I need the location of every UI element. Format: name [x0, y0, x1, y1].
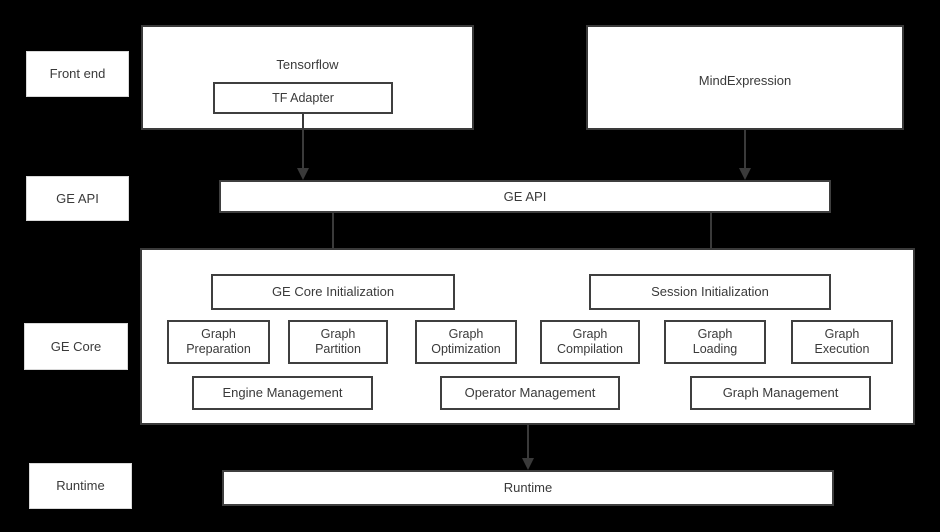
graph-loading-line1: Graph	[697, 327, 733, 342]
stage-label-front-end-text: Front end	[49, 66, 106, 82]
graph-optimization-line1: Graph	[448, 327, 484, 342]
tf-adapter-label: TF Adapter	[272, 90, 334, 105]
graph-preparation-line2: Preparation	[186, 342, 251, 356]
mindexpression-panel-title: MindExpression	[698, 73, 792, 88]
graph-optimization-box[interactable]: Graph Optimization	[415, 320, 517, 364]
ge-core-initialization-label: GE Core Initialization	[271, 284, 395, 300]
operator-management-box[interactable]: Operator Management	[440, 376, 620, 410]
session-initialization-box[interactable]: Session Initialization	[589, 274, 831, 310]
graph-optimization-line2: Optimization	[431, 342, 501, 356]
operator-management-label: Operator Management	[464, 385, 596, 401]
stage-label-ge-core: GE Core	[24, 323, 128, 370]
graph-execution-box[interactable]: Graph Execution	[791, 320, 893, 364]
engine-management-box[interactable]: Engine Management	[192, 376, 373, 410]
runtime-bar-label: Runtime	[503, 480, 553, 496]
arrow-head	[522, 458, 534, 470]
graph-loading-box[interactable]: Graph Loading	[664, 320, 766, 364]
arrow-shaft	[527, 425, 529, 458]
graph-partition-box[interactable]: Graph Partition	[288, 320, 388, 364]
stage-label-ge-api: GE API	[26, 176, 129, 221]
runtime-bar[interactable]: Runtime	[222, 470, 834, 506]
tensorflow-panel-title: Tensorflow	[276, 57, 339, 72]
graph-management-box[interactable]: Graph Management	[690, 376, 871, 410]
graph-execution-line1: Graph	[824, 327, 860, 342]
graph-partition-line2: Partition	[315, 342, 361, 356]
graph-preparation-line1: Graph	[201, 327, 236, 342]
stage-label-ge-api-text: GE API	[56, 190, 99, 206]
arrow-shaft	[302, 114, 304, 168]
arrow-head	[297, 168, 309, 180]
arrow-mindexpression-to-ge-api	[738, 130, 752, 180]
arrow-head	[739, 168, 751, 180]
graph-partition-line1: Graph	[320, 327, 356, 342]
session-initialization-label: Session Initialization	[651, 284, 769, 300]
graph-compilation-line1: Graph	[572, 327, 608, 342]
arrow-shaft	[744, 130, 746, 168]
arrow-shaft	[710, 213, 712, 262]
stage-label-front-end: Front end	[26, 51, 129, 97]
stage-label-runtime-text: Runtime	[56, 478, 105, 494]
tf-adapter-box[interactable]: TF Adapter	[213, 82, 393, 114]
graph-preparation-box[interactable]: Graph Preparation	[167, 320, 270, 364]
arrow-ge-core-to-runtime	[521, 425, 535, 470]
graph-loading-line2: Loading	[692, 342, 738, 356]
stage-label-ge-core-text: GE Core	[50, 338, 102, 354]
arrow-tf-adapter-to-ge-api	[296, 114, 310, 180]
graph-compilation-line2: Compilation	[556, 342, 623, 356]
graph-management-label: Graph Management	[722, 385, 839, 401]
stage-label-runtime: Runtime	[29, 463, 132, 509]
graph-compilation-box[interactable]: Graph Compilation	[540, 320, 640, 364]
mindexpression-panel: MindExpression	[586, 25, 904, 130]
ge-api-bar[interactable]: GE API	[219, 180, 831, 213]
ge-core-initialization-box[interactable]: GE Core Initialization	[211, 274, 455, 310]
ge-api-bar-label: GE API	[503, 188, 547, 204]
engine-management-label: Engine Management	[222, 385, 343, 401]
graph-execution-line2: Execution	[814, 342, 870, 356]
arrow-shaft	[332, 213, 334, 262]
